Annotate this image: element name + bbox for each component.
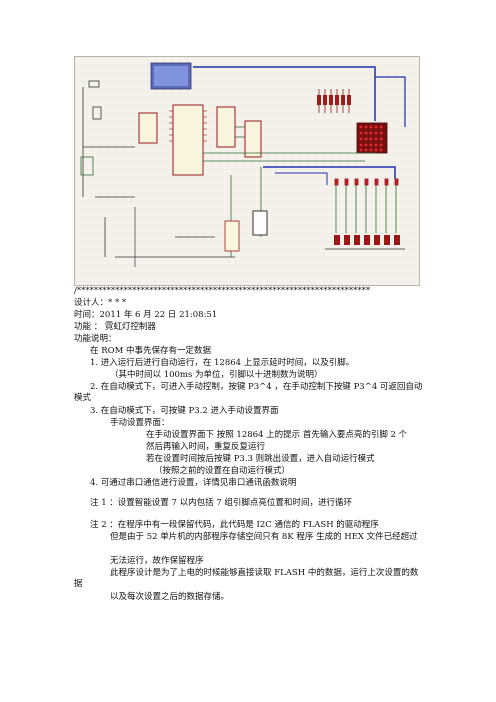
serial-port-icon xyxy=(252,210,268,236)
description-line: 然后再输入时间，重复反复运行 xyxy=(146,442,266,452)
comment-separator: /***************************************… xyxy=(74,286,371,296)
function-line: 功能 ： 霓虹灯控制器 xyxy=(74,322,156,332)
schematic-drawing xyxy=(75,57,419,285)
description-line: 若在设置时间按后按键 P3.3 则跳出设置，进入自动运行模式 xyxy=(146,454,375,464)
time-line: 时间：2011 年 6 月 22 日 21:08:51 xyxy=(74,310,218,320)
description-title: 功能说明： xyxy=(74,334,117,344)
note-line: 无法运行，故作保留程序 xyxy=(110,556,204,566)
description-line: 3. 在自动模式下，可按键 P3.2 进入手动设置界面 xyxy=(90,406,279,416)
description-line: 2. 在自动模式下，可进入手动控制，按键 P3^4 ，在手动控制下按键 P3^4… xyxy=(74,382,423,403)
note-line: 注 1 ：设置智能设置 7 以内包括 7 组引脚点亮位置和时间，进行循环 xyxy=(90,498,352,508)
circuit-schematic xyxy=(74,56,420,286)
description-line: （其中时间以 100ms 为单位，引脚以十进制数为说明） xyxy=(110,370,323,380)
note-line: 注 2 ：在程序中有一段保留代码，此代码是 I2C 通信的 FLASH 的驱动程… xyxy=(90,520,379,530)
description-line: 在手动设置界面下 按照 12864 上的提示 首先输入要点亮的引脚 2 个 xyxy=(146,430,408,440)
description-line: 在 ROM 中事先保存有一定数据 xyxy=(90,346,211,356)
description-line: 手动设置界面： xyxy=(110,418,170,428)
note-line: 但是由于 52 单片机的内部程序存储空间只有 8K 程序 生成的 HEX 文件已… xyxy=(110,532,418,542)
author-line: 设计人：* * * xyxy=(74,298,127,308)
description-line: （按照之前的设置在自动运行模式） xyxy=(154,466,291,476)
description-line: 4. 可通过串口通信进行设置，详情见串口通讯函数说明 xyxy=(90,478,297,488)
description-line: 1. 进入运行后进行自动运行，在 12864 上显示延时时间，以及引脚。 xyxy=(90,358,355,368)
led-matrix-icon xyxy=(356,122,388,154)
note-line: 以及每次设置之后的数据存储。 xyxy=(110,592,230,602)
note-line: 此程序设计是为了上电的时候能够直接读取 FLASH 中的数据，运行上次设置的数据 xyxy=(74,568,419,589)
